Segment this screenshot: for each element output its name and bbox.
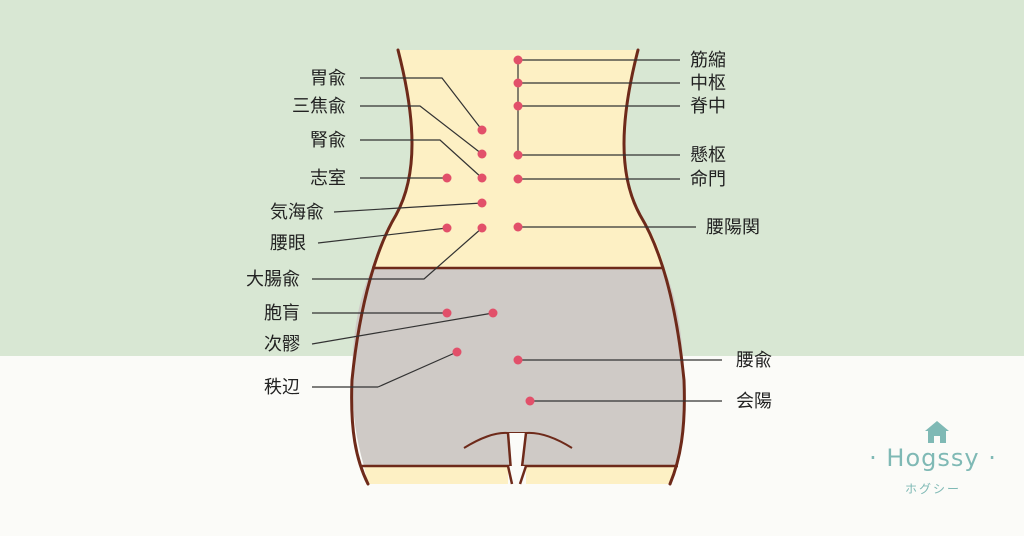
point-kikaishu — [477, 198, 487, 208]
leader-left-5 — [317, 227, 448, 244]
point-chippen — [452, 347, 462, 357]
label-left-3: 志室 — [310, 168, 346, 189]
label-left-2: 腎兪 — [310, 130, 346, 151]
label-right-3: 懸枢 — [690, 145, 726, 166]
point-yoshu — [513, 355, 523, 365]
body-outline-right — [622, 48, 686, 486]
label-right-6: 腰兪 — [736, 350, 772, 371]
point-yogan — [442, 223, 452, 233]
point-hoko — [442, 308, 452, 318]
label-left-6: 大腸兪 — [246, 269, 300, 290]
leader-left-6 — [312, 227, 483, 280]
label-right-7: 会陽 — [736, 391, 772, 412]
leader-left-0 — [360, 77, 483, 131]
point-koshiyokan — [513, 222, 523, 232]
label-left-5: 腰眼 — [270, 233, 306, 254]
shorts — [352, 268, 685, 466]
label-left-1: 三焦兪 — [292, 96, 346, 117]
point-sanshoshu — [477, 149, 487, 159]
leader-left-4 — [333, 202, 483, 213]
left-leaders — [311, 77, 494, 388]
label-left-0: 胃兪 — [310, 68, 346, 89]
hogssy-logo: · Hogssy · ホグシー — [858, 414, 1008, 514]
point-eyo — [525, 396, 535, 406]
logo-name: · Hogssy · — [869, 444, 997, 472]
leader-left-1 — [360, 105, 483, 155]
label-right-5: 腰陽関 — [706, 217, 760, 238]
point-shishitsu — [442, 173, 452, 183]
point-chusu — [513, 78, 523, 88]
point-jiryo — [488, 308, 498, 318]
label-left-9: 秩辺 — [264, 377, 300, 398]
leader-left-2 — [360, 139, 483, 179]
right-leaders — [518, 59, 722, 402]
label-right-4: 命門 — [690, 169, 726, 190]
point-kinshuku — [513, 55, 523, 65]
acupoint-dots — [442, 55, 535, 406]
label-right-2: 脊中 — [690, 96, 726, 117]
point-daichoshu — [477, 223, 487, 233]
point-jinshu — [477, 173, 487, 183]
logo-kana: ホグシー — [904, 482, 961, 496]
body-outline-left — [350, 48, 414, 486]
point-meimon — [513, 174, 523, 184]
point-ishu — [477, 125, 487, 135]
label-left-8: 次髎 — [264, 334, 300, 355]
label-right-0: 筋縮 — [690, 50, 726, 71]
leg-left — [364, 466, 508, 484]
label-left-7: 胞肓 — [264, 303, 300, 324]
label-right-1: 中枢 — [690, 73, 726, 94]
house-icon — [925, 421, 949, 443]
leader-left-8 — [311, 312, 494, 345]
point-kensu — [513, 150, 523, 160]
label-left-4: 気海兪 — [270, 202, 324, 223]
leg-right — [526, 466, 676, 484]
point-sekichu — [513, 101, 523, 111]
